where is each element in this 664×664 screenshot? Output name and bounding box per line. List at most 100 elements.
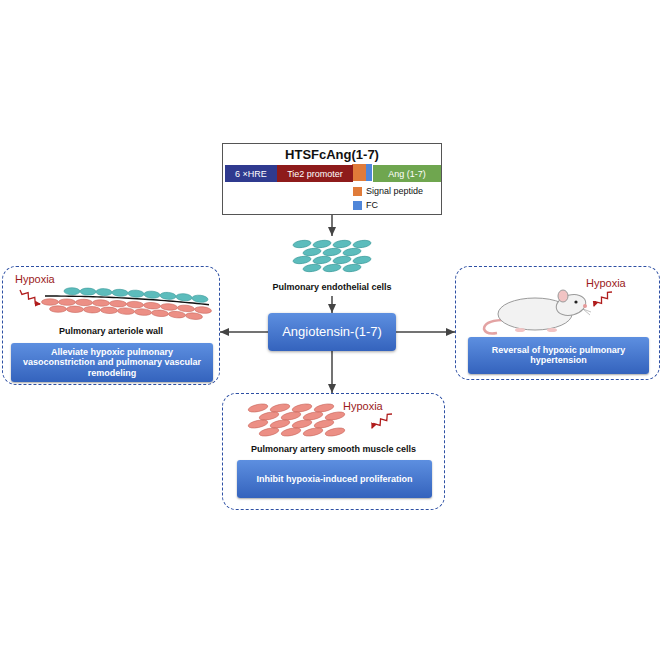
legend-item: Signal peptide xyxy=(353,186,423,196)
endothelial-cell xyxy=(353,255,372,264)
rat-eye xyxy=(574,300,577,303)
ang-segment: Ang (1-7) xyxy=(373,165,441,182)
rat-tail xyxy=(484,320,502,334)
node-label: HTSFcAng(1-7) xyxy=(285,147,379,163)
endothelial-cell xyxy=(128,290,144,298)
endothelial-cell xyxy=(192,294,209,303)
node-label: Tie2 promoter xyxy=(277,168,353,179)
endothelial-cell xyxy=(323,263,342,272)
endothelial-cell xyxy=(333,255,352,264)
endothelial-cell xyxy=(160,292,177,300)
rat-foot xyxy=(515,328,525,332)
legend-label: FC xyxy=(366,200,378,210)
flow-arrow xyxy=(220,331,268,333)
endothelial-cells-figure xyxy=(293,239,372,272)
smooth-muscle-cell xyxy=(247,418,268,429)
cell-node: Pulmonary endothelial cells xyxy=(270,236,394,296)
endothelial-cell xyxy=(112,289,128,297)
rat-nose xyxy=(583,304,587,308)
effect-panel: HypoxiaPulmonary artery smooth muscle ce… xyxy=(222,393,445,510)
node-label: Hypoxia xyxy=(15,273,55,286)
smooth-muscle-cell xyxy=(185,312,203,320)
endothelial-cell xyxy=(176,293,193,301)
endothelial-cell xyxy=(353,239,372,248)
rat-ear xyxy=(558,290,568,302)
node-label: Inhibit hypoxia-induced proliferation xyxy=(237,474,432,485)
hypoxia-arrow xyxy=(372,414,392,428)
endothelial-cell xyxy=(323,247,342,256)
node-label: Alleviate hypoxic pulmonary vasoconstric… xyxy=(11,346,213,378)
flow-arrow xyxy=(396,331,455,333)
rat-figure xyxy=(484,290,591,334)
node-caption: Pulmonary arteriole wall xyxy=(59,326,163,337)
node-label: Pulmonary endothelial cells xyxy=(272,282,391,293)
effect-banner: Reversal of hypoxic pulmonary hypertensi… xyxy=(468,337,649,374)
endothelial-cell xyxy=(293,239,312,248)
flow-arrow xyxy=(331,296,333,313)
node-label: Hypoxia xyxy=(586,277,626,290)
smooth-muscle-cell xyxy=(126,301,143,308)
endothelial-cell xyxy=(313,255,332,264)
fc-segment xyxy=(366,164,372,181)
legend-swatch xyxy=(353,201,362,210)
hypoxia-arrow xyxy=(20,290,40,304)
endothelial-cell xyxy=(293,255,312,264)
smooth-muscle-cell xyxy=(100,307,117,314)
effect-panel: HypoxiaPulmonary arteriole wallAlleviate… xyxy=(2,266,220,385)
rat-whisker xyxy=(583,309,590,315)
effect-banner: Alleviate hypoxic pulmonary vasoconstric… xyxy=(11,343,213,382)
smooth-muscle-cell xyxy=(117,307,134,314)
endothelial-cell xyxy=(80,288,96,295)
smooth-muscle-cell xyxy=(66,306,83,313)
endothelial-cell xyxy=(303,247,322,256)
node-caption: Pulmonary artery smooth muscle cells xyxy=(251,444,416,455)
endothelial-cell xyxy=(144,291,160,299)
smooth-muscle-cell xyxy=(49,306,66,313)
smooth-muscle-cell xyxy=(92,300,109,307)
node-label: Reversal of hypoxic pulmonary hypertensi… xyxy=(468,345,649,367)
smooth-muscle-cell xyxy=(143,302,160,310)
smooth-muscle-cell xyxy=(280,426,301,437)
smooth-muscle-cell xyxy=(160,303,177,311)
promoter-segment: Tie2 promoter xyxy=(277,165,353,182)
smooth-muscle-cell xyxy=(177,304,195,312)
connector-group xyxy=(220,215,455,393)
signal-peptide-segment xyxy=(352,164,366,181)
endothelial-cell xyxy=(343,263,362,272)
smooth-muscle-cell xyxy=(41,299,58,305)
smooth-muscle-cell xyxy=(258,426,279,437)
smooth-muscle-cell xyxy=(58,299,75,306)
legend-label: Signal peptide xyxy=(366,186,423,196)
node-label: Hypoxia xyxy=(343,400,383,413)
endothelial-cell xyxy=(96,288,112,296)
legend-swatch xyxy=(353,187,362,196)
smooth-muscle-cell xyxy=(75,299,92,306)
endothelial-cell xyxy=(343,247,362,256)
smooth-muscle-cell xyxy=(247,402,268,413)
hypoxia-arrow xyxy=(594,292,612,306)
rat-whisker xyxy=(583,309,591,312)
effect-banner: Inhibit hypoxia-induced proliferation xyxy=(237,460,432,498)
flow-arrow xyxy=(331,351,333,393)
legend-item: FC xyxy=(353,200,378,210)
smooth-muscle-cell xyxy=(302,426,323,437)
flow-arrow xyxy=(331,215,333,236)
endothelial-cell xyxy=(64,288,80,295)
node-label: 6 ×HRE xyxy=(225,168,277,179)
smooth-muscle-cell xyxy=(109,300,126,307)
endothelial-cell xyxy=(333,239,352,248)
node-label: Angiotensin-(1-7) xyxy=(268,324,396,340)
smooth-muscle-cell xyxy=(324,426,345,437)
hub-box: Angiotensin-(1-7) xyxy=(268,313,396,351)
smooth-muscle-cell xyxy=(83,306,100,313)
smooth-muscle-cell xyxy=(194,306,212,314)
construct-box: HTSFcAng(1-7) 6 ×HRETie2 promoter Ang (1-7… xyxy=(222,143,442,215)
smooth-muscle-cell xyxy=(134,308,151,315)
smooth-muscle-cell xyxy=(168,311,185,319)
node-label: Ang (1-7) xyxy=(373,168,441,179)
endothelial-cell xyxy=(303,263,322,272)
endothelial-cell xyxy=(313,239,332,248)
rat-foot xyxy=(547,328,557,332)
smooth-muscle-cells-figure xyxy=(247,402,345,437)
